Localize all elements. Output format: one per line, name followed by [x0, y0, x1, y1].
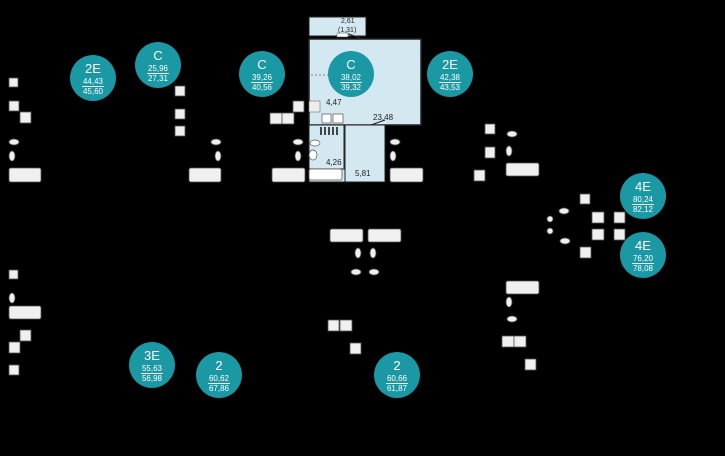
divider: [208, 383, 230, 384]
unit-area-full: 45,60: [82, 87, 104, 96]
unit-area-full: 27,31: [147, 74, 169, 83]
unit-badge-4e-2[interactable]: 4E 76,20 78,08: [620, 232, 666, 278]
divider: [251, 82, 273, 83]
unit-badge-c-2[interactable]: C 39,26 40,56: [239, 51, 285, 97]
unit-badge-3e[interactable]: 3E 55,63 56,98: [129, 342, 175, 388]
shaft-left: [308, 100, 321, 113]
unit-area-full: 56,98: [141, 374, 163, 383]
fixtures: [8, 77, 626, 376]
room-label-hallway: 4,26: [326, 158, 342, 167]
unit-type: C: [153, 48, 163, 63]
unit-area-total: 25,96: [147, 64, 169, 73]
unit-area-full: 82,12: [632, 205, 654, 214]
bathroom: [344, 124, 386, 183]
room-label-bathroom: 5,81: [355, 169, 371, 178]
room-label-balcony-area: 2,61: [341, 18, 355, 25]
unit-area-total: 44,43: [82, 77, 104, 86]
kitchen-sink: [321, 113, 332, 124]
divider: [82, 86, 104, 87]
balcony-door: [345, 32, 361, 39]
room-label-balcony-reduced: (1,31): [338, 27, 357, 34]
unit-area-total: 60,62: [208, 374, 230, 383]
unit-area-total: 80,24: [632, 195, 654, 204]
unit-badge-2e-1[interactable]: 2E 44,43 45,60: [70, 55, 116, 101]
unit-area-full: 61,87: [386, 384, 408, 393]
bathtub: [308, 168, 343, 181]
unit-area-total: 60,66: [386, 374, 408, 383]
hallway: [308, 124, 345, 170]
unit-type: 2: [215, 358, 223, 373]
divider: [386, 383, 408, 384]
unit-type: C: [346, 57, 356, 72]
divider: [147, 73, 169, 74]
unit-badge-2-1[interactable]: 2 60,62 67,86: [196, 352, 242, 398]
room-label-living: 23,48: [373, 113, 394, 122]
divider: [632, 263, 654, 264]
unit-area-total: 38,02: [340, 73, 362, 82]
unit-badge-2e-2[interactable]: 2E 42,38 43,53: [427, 51, 473, 97]
door-swing: [370, 119, 386, 126]
unit-type: 4E: [635, 179, 651, 194]
divider: [632, 204, 654, 205]
toilet: [309, 139, 321, 147]
unit-badge-c-1[interactable]: C 25,96 27,31: [135, 42, 181, 88]
room-label-kitchen: 4,47: [326, 98, 342, 107]
unit-badge-c-selected[interactable]: C 38,02 39,32: [328, 51, 374, 97]
unit-type: 2E: [442, 57, 458, 72]
divider: [439, 82, 461, 83]
divider: [340, 82, 362, 83]
unit-area-full: 78,08: [632, 264, 654, 273]
unit-area-total: 39,26: [251, 73, 273, 82]
unit-area-full: 43,53: [439, 83, 461, 92]
unit-area-total: 76,20: [632, 254, 654, 263]
unit-type: C: [257, 57, 267, 72]
divider: [141, 373, 163, 374]
unit-type: 2: [393, 358, 401, 373]
washbasin: [308, 149, 318, 161]
balcony-vent: [336, 32, 349, 38]
unit-badge-2-2[interactable]: 2 60,66 61,87: [374, 352, 420, 398]
unit-type: 2E: [85, 61, 101, 76]
unit-badge-4e-1[interactable]: 4E 80,24 82,12: [620, 173, 666, 219]
unit-type: 4E: [635, 238, 651, 253]
unit-area-full: 67,86: [208, 384, 230, 393]
unit-area-total: 42,38: [439, 73, 461, 82]
unit-area-full: 40,56: [251, 83, 273, 92]
unit-type: 3E: [144, 348, 160, 363]
unit-area-total: 55,63: [141, 364, 163, 373]
unit-area-full: 39,32: [340, 83, 362, 92]
stair-icon: [320, 127, 338, 135]
kitchen-stove: [332, 113, 344, 124]
